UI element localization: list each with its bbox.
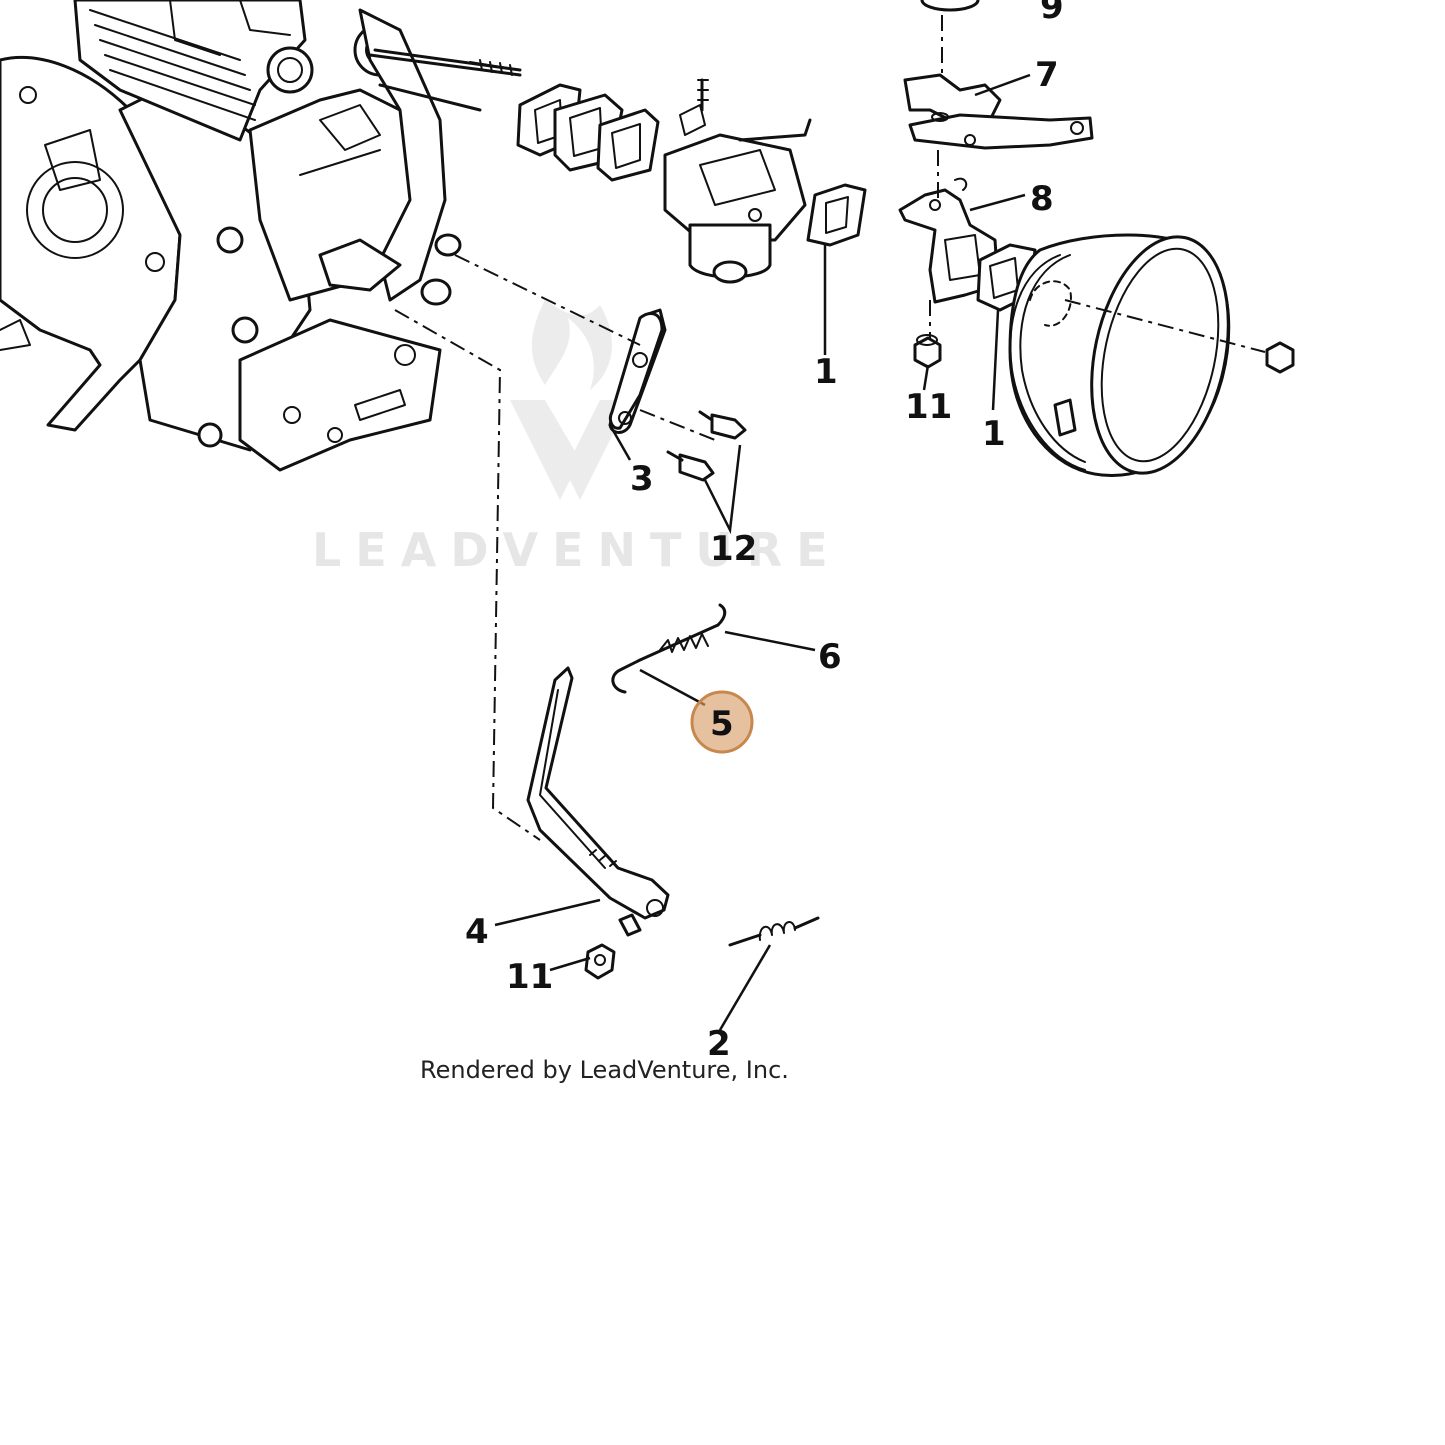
watermark: LEADVENTURE xyxy=(312,300,842,577)
part-11-nut-upper xyxy=(913,334,942,369)
callout-11-lower: 11 xyxy=(506,957,553,997)
part-6-spring xyxy=(659,603,727,653)
callout-1-carb-gasket: 1 xyxy=(814,352,838,392)
callout-8: 8 xyxy=(1030,179,1054,219)
credit-text: Rendered by LeadVenture, Inc. xyxy=(420,1056,789,1084)
callout-5: 5 xyxy=(710,704,734,744)
part-12-bolts xyxy=(666,410,747,482)
callout-12: 12 xyxy=(710,529,757,569)
leader-lines xyxy=(494,73,1031,1031)
part-5-link xyxy=(611,623,720,694)
part-2-spring xyxy=(728,916,820,947)
part-3-plate xyxy=(608,308,667,434)
carburetor xyxy=(663,78,812,284)
callout-11-upper: 11 xyxy=(905,387,952,427)
callout-1-muffler-gasket: 1 xyxy=(982,414,1006,454)
assembly-lines xyxy=(394,15,943,841)
callout-9: 9 xyxy=(1040,0,1064,27)
muffler xyxy=(1008,233,1295,478)
highlight-circle-5 xyxy=(690,690,754,754)
callout-6: 6 xyxy=(818,637,842,677)
callout-2: 2 xyxy=(707,1024,731,1064)
watermark-text: LEADVENTURE xyxy=(312,523,842,577)
part-4-lever xyxy=(526,666,670,937)
intake-gaskets xyxy=(516,83,660,182)
part-11-nut-lower xyxy=(584,943,616,980)
watermark-logo xyxy=(510,300,630,500)
callout-7: 7 xyxy=(1035,55,1059,95)
part-7-bracket xyxy=(903,73,1094,150)
callout-3: 3 xyxy=(630,459,654,499)
part-9-cap xyxy=(920,0,980,12)
callouts: 9 7 8 1 11 1 3 12 6 5 4 11 2 xyxy=(465,0,1064,1064)
engine-block xyxy=(0,0,522,472)
part-1-gasket-carb xyxy=(806,183,867,247)
callout-4: 4 xyxy=(465,912,489,952)
